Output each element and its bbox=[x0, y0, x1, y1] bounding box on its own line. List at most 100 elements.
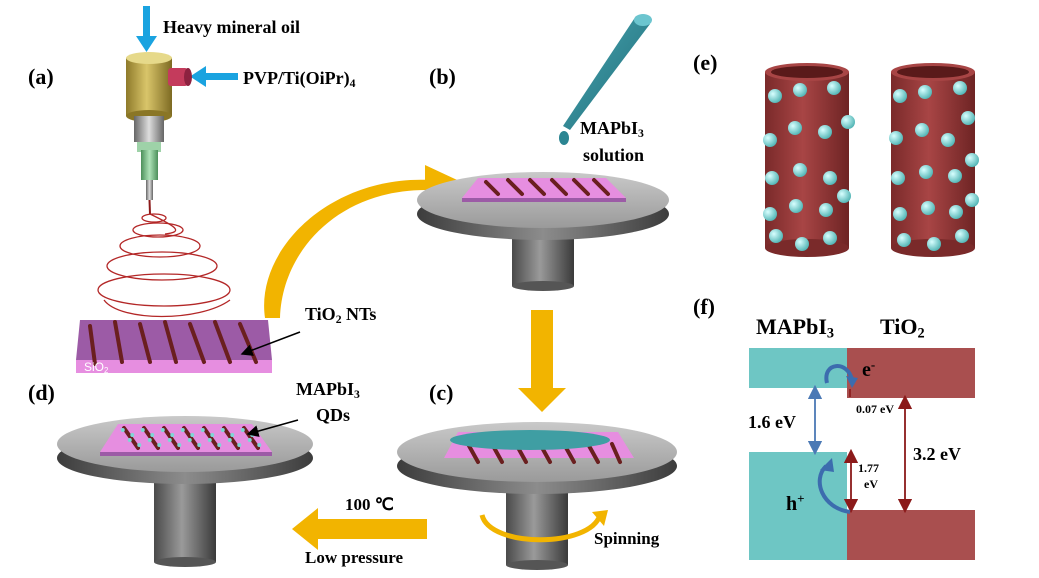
quantum-dot bbox=[949, 205, 963, 219]
mapbi3-qds-label: MAPbI3 bbox=[296, 379, 360, 401]
panel-label-c: (c) bbox=[429, 380, 454, 405]
quantum-dot bbox=[788, 121, 802, 135]
quantum-dot bbox=[130, 433, 135, 437]
quantum-dot bbox=[789, 199, 803, 213]
panel-label-d: (d) bbox=[28, 380, 55, 405]
quantum-dot bbox=[955, 229, 969, 243]
mapbi3-material-label: MAPbI3 bbox=[756, 314, 835, 342]
quantum-dot bbox=[180, 428, 185, 432]
quantum-dot bbox=[127, 438, 132, 442]
quantum-dot bbox=[763, 133, 777, 147]
panel-e-decorated-nanotubes bbox=[763, 63, 979, 257]
quantum-dot bbox=[965, 153, 979, 167]
quantum-dot bbox=[941, 133, 955, 147]
quantum-dot bbox=[897, 233, 911, 247]
panel-label-f: (f) bbox=[693, 294, 715, 319]
quantum-dot bbox=[965, 193, 979, 207]
tio2-cb-block bbox=[847, 348, 975, 398]
qds-pointer-arrow bbox=[246, 419, 299, 437]
quantum-dot bbox=[893, 207, 907, 221]
nanotube-rod bbox=[122, 426, 140, 450]
electron-label: e- bbox=[862, 357, 876, 382]
quantum-dot bbox=[948, 169, 962, 183]
spinneret-icon bbox=[126, 52, 192, 215]
temperature-label: 100 ℃ bbox=[345, 495, 394, 514]
quantum-dot bbox=[793, 163, 807, 177]
gap-right-label: 3.2 eV bbox=[913, 444, 961, 464]
panel-f-band-diagram bbox=[749, 348, 975, 560]
quantum-dot bbox=[120, 428, 125, 432]
panel-c-spin-coating bbox=[397, 422, 677, 570]
quantum-dot bbox=[170, 433, 175, 437]
quantum-dot bbox=[167, 438, 172, 442]
quantum-dot bbox=[769, 229, 783, 243]
spinning-arrow-icon bbox=[479, 513, 603, 543]
quantum-dot bbox=[140, 428, 145, 432]
quantum-dot bbox=[230, 433, 235, 437]
tio2-vb-block bbox=[847, 510, 975, 560]
nanotube-rod bbox=[182, 426, 200, 450]
quantum-dot bbox=[227, 438, 232, 442]
hole-label: h+ bbox=[786, 491, 805, 516]
quantum-dot bbox=[157, 443, 162, 447]
quantum-dots bbox=[763, 81, 979, 251]
quantum-dot bbox=[841, 115, 855, 129]
sio2-substrate bbox=[76, 320, 272, 373]
quantum-dot bbox=[197, 443, 202, 447]
heavy-mineral-oil-label: Heavy mineral oil bbox=[163, 17, 300, 37]
left-arrow-icon bbox=[292, 508, 427, 550]
electron-transfer-arrow-icon bbox=[824, 364, 854, 384]
panel-a-electrospinning bbox=[76, 6, 301, 373]
quantum-dot bbox=[823, 231, 837, 245]
nanotube-rod bbox=[202, 426, 220, 450]
quantum-dot bbox=[893, 89, 907, 103]
quantum-dot bbox=[915, 123, 929, 137]
nanotube-rod bbox=[222, 426, 240, 450]
nanotube-rod bbox=[242, 426, 260, 450]
solution-label: solution bbox=[583, 145, 645, 165]
quantum-dot bbox=[190, 433, 195, 437]
fiber-jet-spiral-icon bbox=[97, 213, 231, 318]
quantum-dot bbox=[147, 438, 152, 442]
quantum-dot bbox=[927, 237, 941, 251]
quantum-dot bbox=[240, 428, 245, 432]
quantum-dot bbox=[217, 443, 222, 447]
quantum-dot bbox=[768, 89, 782, 103]
quantum-dot bbox=[818, 125, 832, 139]
quantum-dot bbox=[921, 201, 935, 215]
quantum-dot bbox=[247, 438, 252, 442]
panel-label-e: (e) bbox=[693, 50, 718, 75]
nanotube-rod bbox=[162, 426, 180, 450]
quantum-dot bbox=[150, 433, 155, 437]
tio2-nts-label: TiO2 NTs bbox=[305, 304, 377, 326]
quantum-dot bbox=[837, 189, 851, 203]
quantum-dot bbox=[765, 171, 779, 185]
quantum-dot bbox=[207, 438, 212, 442]
quantum-dot bbox=[823, 171, 837, 185]
quantum-dot bbox=[137, 443, 142, 447]
panel-d-annealed bbox=[57, 416, 313, 567]
tio2-pointer-arrow bbox=[240, 331, 301, 356]
quantum-dot bbox=[200, 428, 205, 432]
quantum-dot bbox=[793, 83, 807, 97]
quantum-dot bbox=[257, 443, 262, 447]
quantum-dot bbox=[177, 443, 182, 447]
quantum-dot bbox=[160, 428, 165, 432]
cb-offset-label: 0.07 eV bbox=[856, 402, 894, 416]
quantum-dot bbox=[889, 131, 903, 145]
quantum-dot bbox=[220, 428, 225, 432]
quantum-dot bbox=[795, 237, 809, 251]
quantum-dot bbox=[918, 85, 932, 99]
tio2-material-label: TiO2 bbox=[880, 314, 925, 342]
pipette-icon bbox=[559, 14, 652, 145]
nanotube-rod bbox=[142, 426, 160, 450]
gap-left-label: 1.6 eV bbox=[748, 412, 796, 432]
panel-b-dropping bbox=[417, 14, 669, 291]
quantum-dot bbox=[819, 203, 833, 217]
oil-arrow-icon bbox=[136, 6, 157, 52]
pvp-arrow-icon bbox=[190, 66, 238, 87]
down-arrow-icon bbox=[518, 310, 566, 412]
quantum-dot bbox=[891, 171, 905, 185]
quantum-dot bbox=[827, 81, 841, 95]
